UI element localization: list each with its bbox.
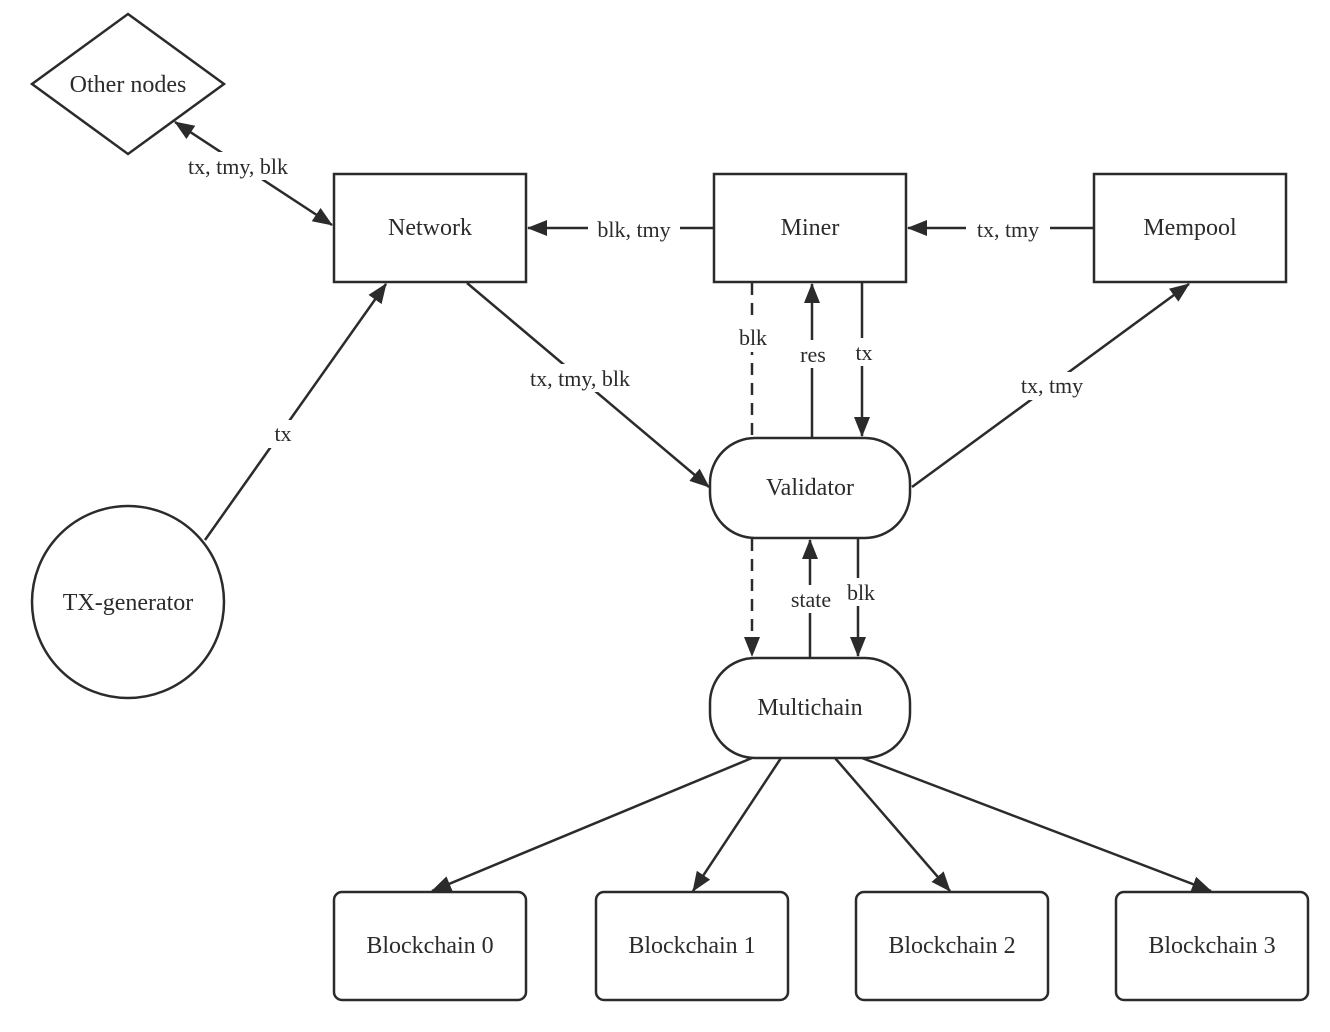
edge-label-bg <box>842 578 880 606</box>
edge-label-mempool-miner: tx, tmy <box>977 217 1039 242</box>
edge-multichain-blockchain-0 <box>431 756 753 893</box>
node-blockchain-3: Blockchain 3 <box>1114 890 1310 1002</box>
rect-shape <box>712 172 908 284</box>
node-network: Network <box>332 172 528 284</box>
node-label: Blockchain 0 <box>366 933 493 959</box>
node-tx-generator: TX-generator <box>30 504 226 700</box>
node-label: Multichain <box>757 695 862 721</box>
circle-shape <box>30 504 226 700</box>
node-label: Network <box>388 215 472 241</box>
node-label: Other nodes <box>70 72 187 98</box>
rect-shape <box>1114 890 1310 1002</box>
node-validator: Validator <box>708 436 912 540</box>
edge-label-bg <box>518 364 642 392</box>
node-label: Blockchain 1 <box>628 933 755 959</box>
node-label: TX-generator <box>63 590 194 616</box>
edge-label-miner-validator: tx <box>855 340 872 365</box>
edge-label-bg <box>784 585 838 613</box>
rect-shape <box>854 890 1050 1002</box>
edge-label-multichain-validator: state <box>791 587 831 612</box>
edge-txgen-network <box>203 283 388 541</box>
edge-label-network-validator: tx, tmy, blk <box>530 366 630 391</box>
edge-label-bg <box>268 420 298 448</box>
edge-label-bg <box>850 338 876 366</box>
edge-label-bg <box>795 340 831 368</box>
diamond-shape <box>29 12 227 156</box>
node-blockchain-0: Blockchain 0 <box>332 890 528 1002</box>
stadium-shape <box>708 656 912 760</box>
edge-multichain-blockchain-3 <box>861 756 1212 893</box>
node-other-nodes: Other nodes <box>29 12 227 156</box>
node-label: Mempool <box>1143 215 1237 241</box>
edge-label-bg <box>734 322 772 352</box>
edge-label-bg <box>588 214 680 242</box>
edge-label-bg <box>1010 372 1094 400</box>
node-blockchain-2: Blockchain 2 <box>854 890 1050 1002</box>
edge-label-miner-network: blk, tmy <box>597 217 670 242</box>
edge-multichain-blockchain-1 <box>691 757 783 892</box>
edge-label-other-network: tx, tmy, blk <box>188 154 288 179</box>
node-label: Blockchain 3 <box>1148 933 1275 959</box>
rect-shape <box>594 890 790 1002</box>
edge-label-txgen-network: tx <box>274 421 291 446</box>
edge-label-validator-mempool: tx, tmy <box>1021 373 1083 398</box>
edge-label-miner-validator-dashed: blk <box>739 325 767 350</box>
node-mempool: Mempool <box>1092 172 1288 284</box>
rect-shape <box>332 172 528 284</box>
edge-label-validator-miner: res <box>800 342 826 367</box>
node-blockchain-1: Blockchain 1 <box>594 890 790 1002</box>
node-miner: Miner <box>712 172 908 284</box>
edge-label-bg <box>176 152 300 180</box>
node-multichain: Multichain <box>708 656 912 760</box>
rect-shape <box>332 890 528 1002</box>
stadium-shape <box>708 436 912 540</box>
node-label: Miner <box>781 215 840 241</box>
edge-label-bg <box>966 214 1050 242</box>
node-label: Blockchain 2 <box>888 933 1015 959</box>
edge-multichain-blockchain-2 <box>834 757 951 892</box>
edge-label-validator-multichain: blk <box>847 580 875 605</box>
node-label: Validator <box>766 475 854 501</box>
rect-shape <box>1092 172 1288 284</box>
